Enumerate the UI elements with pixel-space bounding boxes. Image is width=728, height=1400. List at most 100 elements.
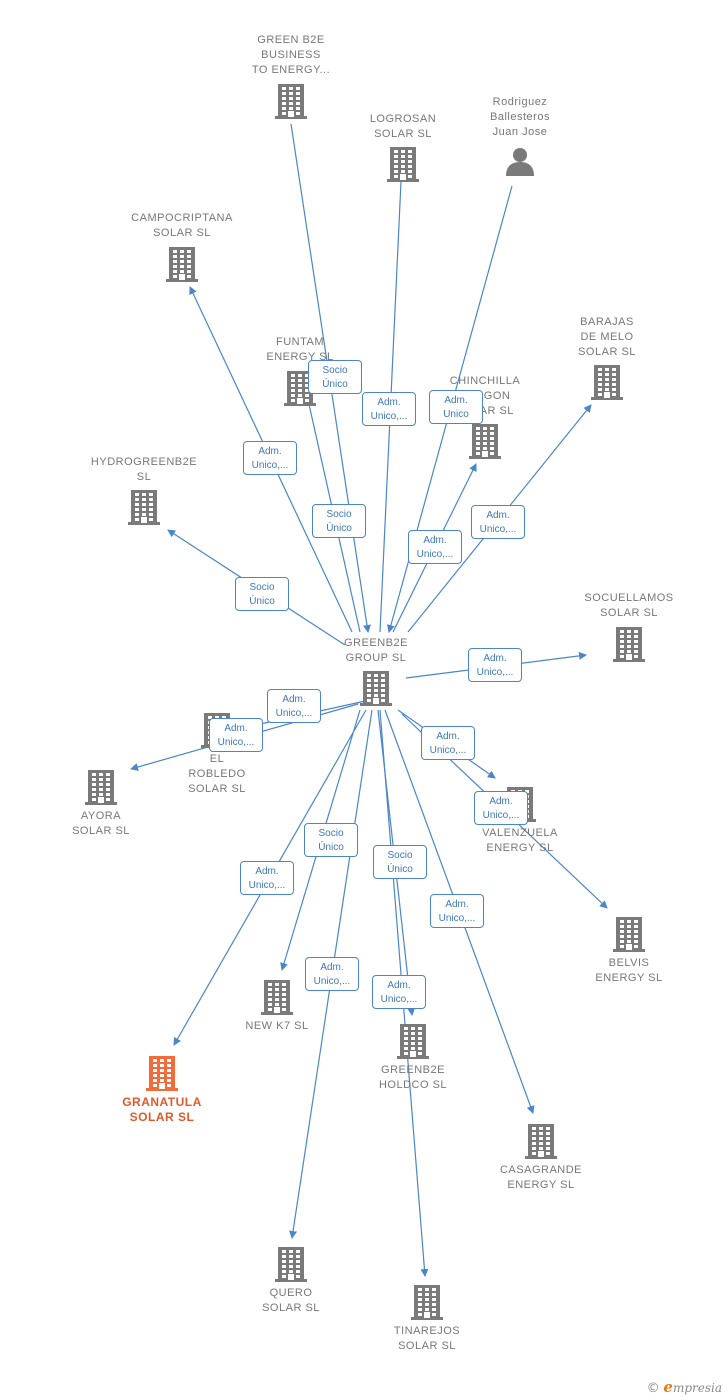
node-label-line: TINAREJOS xyxy=(393,1325,461,1337)
node-label-line: SOLAR SL xyxy=(262,1302,320,1314)
building-icon xyxy=(397,1024,429,1059)
edge-label[interactable]: Adm.Unico,... xyxy=(305,957,359,991)
edge-label[interactable]: Adm.Unico,... xyxy=(240,861,294,895)
node-label-line: SOLAR SL xyxy=(153,227,211,239)
edge-label-line: Unico,... xyxy=(380,994,418,1005)
edge-label-line: Adm. xyxy=(483,653,507,664)
node-label-line: GROUP SL xyxy=(345,652,407,664)
node-label-line: SOLAR SL xyxy=(578,346,636,358)
edge-label-line: Único xyxy=(249,596,275,607)
edge-label-line: Socio xyxy=(322,365,348,376)
building-icon xyxy=(128,490,160,525)
building-icon xyxy=(469,424,501,459)
edge-label-line: Unico,... xyxy=(438,913,476,924)
node-label-line: SOLAR SL xyxy=(188,783,246,795)
node-label-line: HYDROGREENB2E xyxy=(90,456,198,468)
edge-label[interactable]: Adm. Unico,... xyxy=(471,505,525,539)
node-label: CASAGRANDE ENERGY SL xyxy=(461,1163,621,1193)
edge-label-line: Adm. xyxy=(255,866,279,877)
node-quero[interactable]: QUERO SOLAR SL xyxy=(211,1246,371,1316)
building-icon xyxy=(360,671,392,706)
edge-label-line: Unico,... xyxy=(476,667,514,678)
edge-label[interactable]: Adm.Unico xyxy=(429,390,483,424)
node-new-k7[interactable]: NEW K7 SL xyxy=(197,979,357,1034)
edge-label-line: Adm. xyxy=(486,510,510,521)
edge-label-line: Unico,... xyxy=(275,708,313,719)
building-icon xyxy=(146,1056,178,1091)
edge-label-line: Único xyxy=(387,864,413,875)
node-ayora[interactable]: AYORA SOLAR SL xyxy=(21,769,181,839)
building-icon xyxy=(591,365,623,400)
edge-label-line: Adm. xyxy=(387,980,411,991)
edge-label[interactable]: Adm.Unico,... xyxy=(474,791,528,825)
edge-label[interactable]: Adm.Unico,... xyxy=(267,689,321,723)
node-greenb2e-group[interactable]: GREENB2E GROUP SL xyxy=(296,636,456,706)
node-label-line: GREENB2E xyxy=(381,1064,445,1076)
node-label-line: GRANATULA xyxy=(122,1095,202,1109)
edge-label-line: Unico,... xyxy=(313,976,351,987)
edge-label[interactable]: Adm.Unico,... xyxy=(362,392,416,426)
edge-label[interactable]: Adm.Unico,... xyxy=(421,726,475,760)
brand-initial: e xyxy=(663,1378,673,1396)
edge-label-line: Adm. xyxy=(445,899,469,910)
node-label-line: LOGROSAN xyxy=(369,113,437,125)
node-label-line: GREENB2E xyxy=(344,637,408,649)
node-label-line: VALENZUELA xyxy=(482,827,558,839)
node-label-line: ENERGY SL xyxy=(507,1179,575,1191)
building-icon xyxy=(275,84,307,119)
node-label-line: SL xyxy=(136,471,152,483)
edge-label-line: Socio xyxy=(249,582,275,593)
edge-label[interactable]: Adm.Unico,... xyxy=(408,530,462,564)
edge-label-line: Adm. xyxy=(224,723,248,734)
edge-label-line: Único xyxy=(326,523,352,534)
node-label: HYDROGREENB2E SL xyxy=(64,455,224,485)
edge-label-line: Unico xyxy=(443,409,469,420)
edge-label-line: Socio xyxy=(318,828,344,839)
edge-label-line: Adm. xyxy=(436,731,460,742)
node-label-line: FUNTAM xyxy=(275,336,324,348)
edge-label-line: Unico,... xyxy=(479,524,517,535)
node-label-line: QUERO xyxy=(269,1287,313,1299)
edge-label[interactable]: Adm.Unico,... xyxy=(243,441,297,475)
building-icon xyxy=(275,1247,307,1282)
node-casagrande[interactable]: CASAGRANDE ENERGY SL xyxy=(461,1123,621,1193)
edge-label[interactable]: Adm. Unico,... xyxy=(468,648,522,682)
node-label-line: CASAGRANDE xyxy=(499,1164,583,1176)
node-label: LOGROSAN SOLAR SL xyxy=(323,112,483,142)
node-label-line: CHINCHILLA xyxy=(449,375,521,387)
edge-label[interactable]: Adm.Unico,... xyxy=(209,718,263,752)
edge-label[interactable]: Adm. Unico,... xyxy=(430,894,484,928)
edge-label[interactable]: Adm. Unico,... xyxy=(372,975,426,1009)
node-label-line: SOLAR SL xyxy=(72,825,130,837)
node-label-line: ENERGY SL xyxy=(595,972,663,984)
building-icon xyxy=(261,980,293,1015)
node-hydrogreen[interactable]: HYDROGREENB2E SL xyxy=(64,455,224,525)
edge-label-line: Socio xyxy=(387,850,413,861)
node-label-line: SOLAR SL xyxy=(374,128,432,140)
edge-label-line: Unico,... xyxy=(251,460,289,471)
node-label-line: AYORA xyxy=(80,810,122,822)
node-logrosan[interactable]: LOGROSAN SOLAR SL xyxy=(323,112,483,182)
building-icon xyxy=(166,247,198,282)
